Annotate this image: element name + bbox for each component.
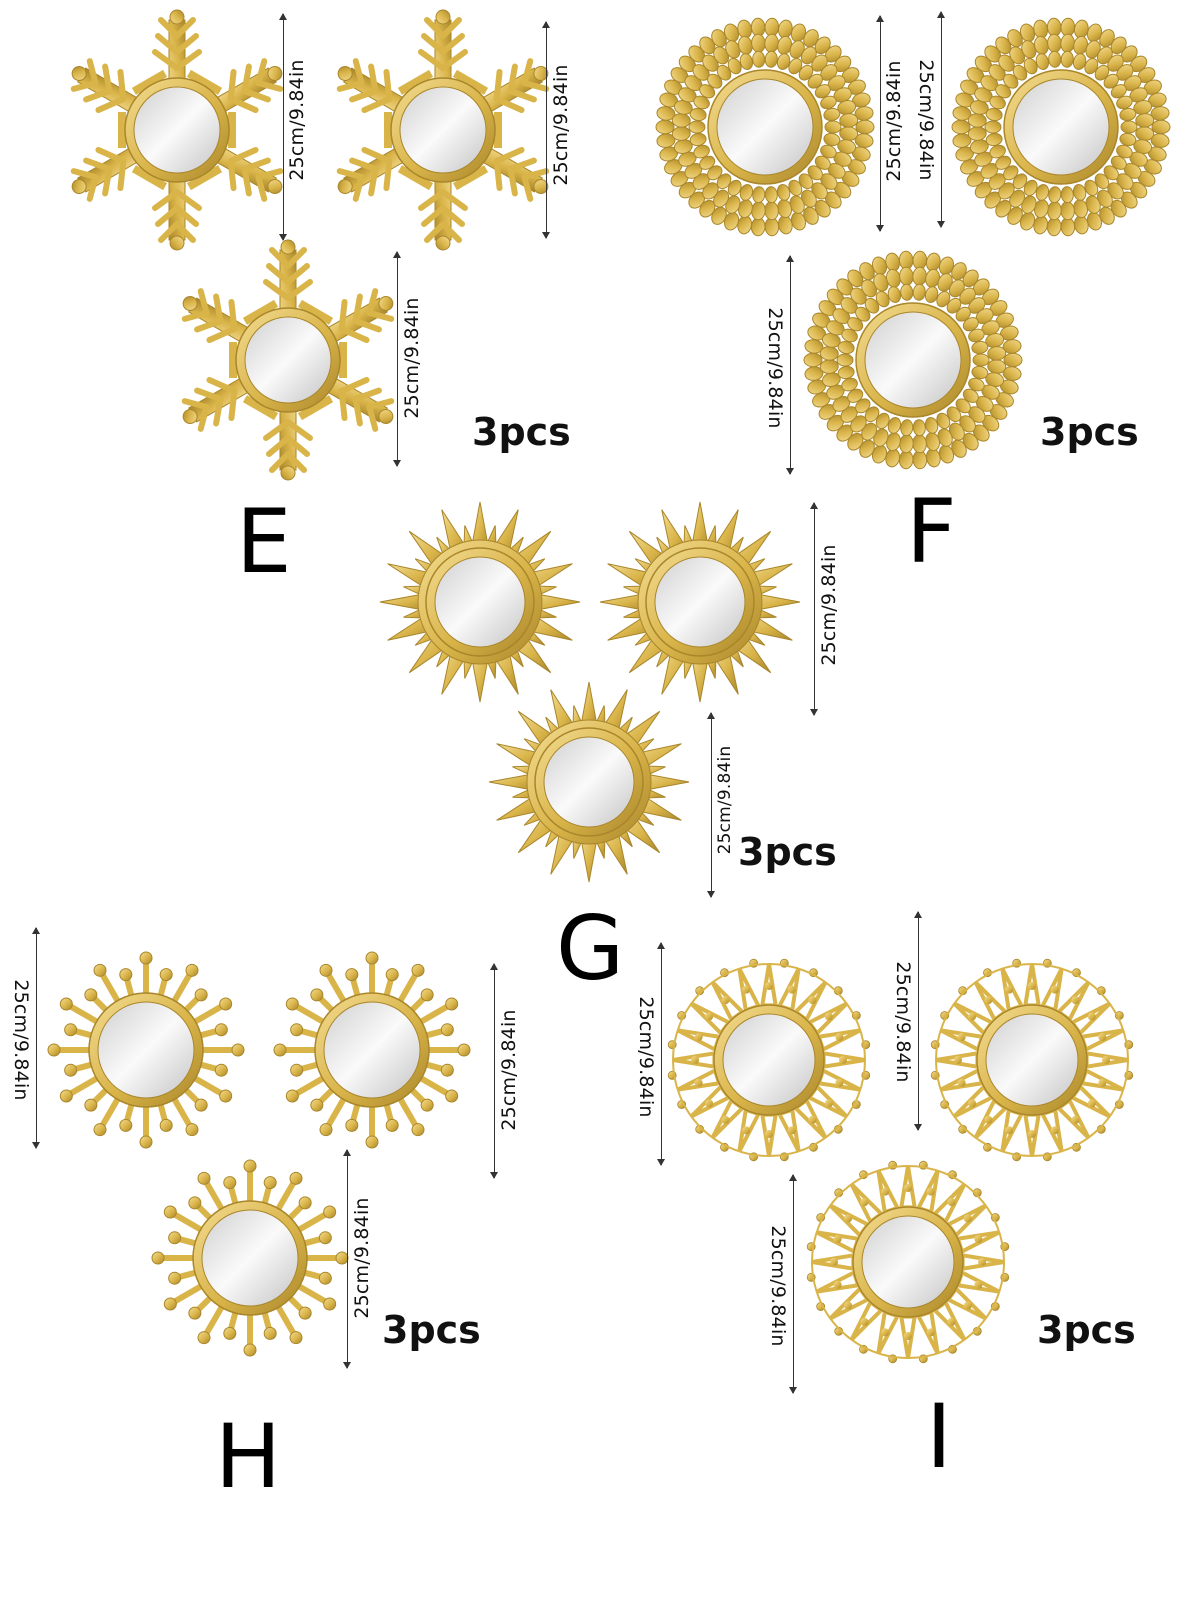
dimension-label: 25cm/9.84in [715, 745, 735, 855]
dimension-label: 25cm/9.84in [401, 297, 423, 419]
sunburst-mirror-icon [599, 501, 801, 703]
filigree-sun-mirror-icon [930, 958, 1134, 1162]
dimension-label: 25cm/9.84in [635, 996, 657, 1118]
dimension-label: 25cm/9.84in [915, 59, 937, 181]
filigree-sun-mirror-icon [806, 1160, 1010, 1364]
mirror-f-3 [803, 250, 1023, 470]
mirror-i-3 [804, 1155, 1012, 1370]
snowflake-mirror-icon [336, 9, 550, 251]
mirror-h-2 [272, 950, 472, 1150]
dimension-label: 25cm/9.84in [351, 1197, 373, 1319]
dimension-label: 25cm/9.84in [498, 1009, 520, 1131]
dimension-arrow [876, 15, 884, 232]
dimension-label: 25cm/9.84in [550, 64, 572, 186]
dimension-arrow [343, 1149, 351, 1369]
dimension-label: 25cm/9.84in [818, 544, 840, 666]
petal-mirror-icon [803, 250, 1023, 470]
mirror-f-1 [655, 17, 875, 237]
beaded-sun-mirror-icon [273, 951, 471, 1149]
mirror-g-2 [598, 500, 802, 704]
dimension-label: 25cm/9.84in [767, 1225, 789, 1347]
mirror-g-3 [487, 680, 691, 884]
piece-count: 3pcs [1040, 410, 1139, 454]
mirror-i-2 [928, 950, 1136, 1170]
dimension-label: 25cm/9.84in [892, 961, 914, 1083]
dimension-arrow [707, 712, 715, 898]
piece-count: 3pcs [1037, 1308, 1136, 1352]
dimension-label: 25cm/9.84in [883, 60, 905, 182]
petal-mirror-icon [655, 17, 875, 237]
dimension-arrow [914, 911, 922, 1131]
mirror-f-2 [951, 17, 1171, 237]
set-letter: H [215, 1405, 282, 1508]
beaded-sun-mirror-icon [47, 951, 245, 1149]
beaded-sun-mirror-icon [151, 1159, 349, 1357]
dimension-arrow [279, 13, 287, 241]
filigree-sun-mirror-icon [667, 958, 871, 1162]
snowflake-mirror-icon [181, 239, 395, 481]
dimension-arrow [789, 1174, 797, 1394]
dimension-arrow [393, 251, 401, 467]
dimension-label: 25cm/9.84in [764, 307, 786, 429]
set-letter: E [236, 490, 292, 593]
dimension-arrow [490, 963, 498, 1179]
set-letter: F [906, 480, 957, 583]
sunburst-mirror-icon [488, 681, 690, 883]
piece-count: 3pcs [382, 1308, 481, 1352]
dimension-label: 25cm/9.84in [286, 59, 308, 181]
dimension-label: 25cm/9.84in [10, 979, 32, 1101]
mirror-e-2 [328, 9, 558, 251]
dimension-arrow [542, 21, 550, 239]
mirror-e-3 [173, 239, 403, 481]
set-letter: G [556, 897, 625, 1000]
dimension-arrow [32, 927, 40, 1149]
dimension-arrow [937, 11, 945, 228]
mirror-i-1 [667, 950, 871, 1170]
sunburst-mirror-icon [379, 501, 581, 703]
petal-mirror-icon [951, 17, 1171, 237]
mirror-g-1 [378, 500, 582, 704]
dimension-arrow [786, 255, 794, 475]
dimension-arrow [657, 942, 665, 1166]
mirror-h-1 [46, 950, 246, 1150]
dimension-arrow [810, 502, 818, 716]
set-letter: I [926, 1385, 952, 1488]
snowflake-mirror-icon [70, 9, 284, 251]
piece-count: 3pcs [472, 410, 571, 454]
mirror-e-1 [62, 9, 292, 251]
mirror-h-3 [150, 1158, 350, 1358]
piece-count: 3pcs [738, 830, 837, 874]
